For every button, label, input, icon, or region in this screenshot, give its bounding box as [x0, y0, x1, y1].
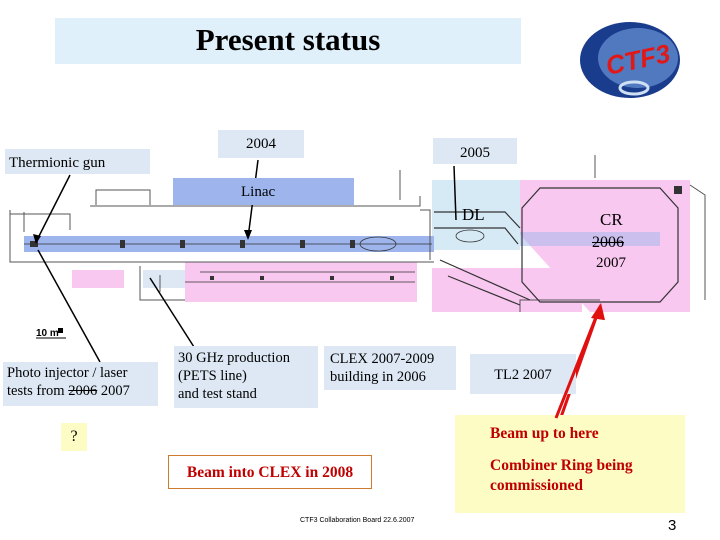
label-cr: CR [600, 210, 623, 229]
footer-text: CTF3 Collaboration Board 22.6.2007 [300, 517, 415, 524]
label-2004: 2004 [218, 130, 304, 158]
note-combiner-ring: Combiner Ring being commissioned [490, 456, 633, 496]
note-beam-into-clex: Beam into CLEX in 2008 [168, 455, 372, 489]
note-tl2: TL2 2007 [470, 354, 576, 394]
beam-up-highlight [455, 415, 685, 513]
combiner-line1: Combiner Ring being [490, 457, 633, 474]
label-2005: 2005 [433, 138, 517, 164]
note-question: ? [61, 423, 87, 451]
combiner-line2: commissioned [490, 477, 583, 494]
pets-line1: 30 GHz production [178, 350, 290, 366]
label-dl: DL [462, 205, 485, 224]
photo-injector-struck-year: 2006 [68, 383, 98, 399]
scale-label: 10 m [36, 328, 59, 339]
pets-line2: (PETS line) [178, 368, 247, 384]
photo-injector-line1: Photo injector / laser [7, 365, 128, 381]
page-number: 3 [668, 517, 677, 534]
photo-injector-prefix: tests from [7, 383, 69, 399]
label-linac: Linac [173, 178, 354, 205]
label-cr-2007: 2007 [596, 255, 626, 271]
delay-loop-area [432, 180, 520, 250]
photo-injector-area [72, 270, 124, 288]
note-photo-injector: Photo injector / laser tests from 2006 2… [3, 362, 158, 406]
pets-line3: and test stand [178, 386, 257, 402]
photo-injector-year: 2007 [97, 383, 130, 399]
label-cr-2006: 2006 [592, 234, 624, 251]
pets-area [143, 270, 185, 288]
title-background [55, 18, 521, 64]
ctf3-logo: CTF3 [580, 22, 680, 98]
clex-line2: building in 2006 [330, 369, 426, 385]
page-title: Present status [195, 22, 381, 57]
clex-line1: CLEX 2007-2009 [330, 351, 435, 367]
note-pets: 30 GHz production (PETS line) and test s… [174, 346, 318, 408]
photo-injector-line2: tests from 2006 2007 [7, 382, 154, 400]
note-clex: CLEX 2007-2009 building in 2006 [324, 346, 456, 390]
label-thermionic-gun: Thermionic gun [5, 149, 150, 174]
note-beam-up: Beam up to here [490, 425, 599, 442]
